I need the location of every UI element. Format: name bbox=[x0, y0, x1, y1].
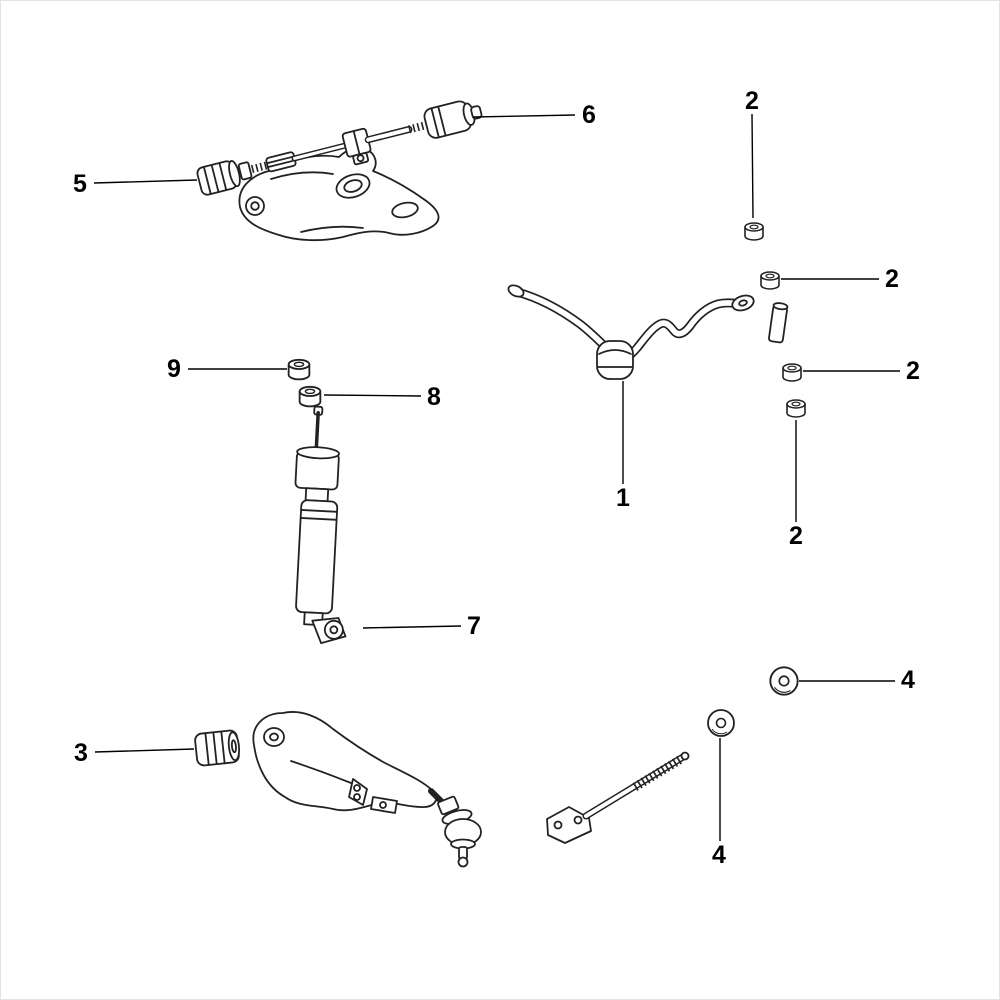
callout-1-label: 1 bbox=[616, 484, 630, 512]
callout-3-label: 3 bbox=[74, 739, 88, 767]
callout-9-label: 9 bbox=[167, 355, 181, 383]
callout-4b-label: 4 bbox=[901, 666, 915, 694]
callout-2a-label: 2 bbox=[745, 87, 759, 115]
stabilizer-bushing bbox=[596, 340, 634, 380]
lower-control-arm bbox=[252, 711, 438, 814]
lower-arm-bushing-3 bbox=[194, 729, 240, 767]
callout-6-label: 6 bbox=[582, 101, 596, 129]
tie-rod-assembly bbox=[196, 100, 483, 196]
strut-rod-bushing-4a bbox=[707, 709, 735, 737]
ball-joint bbox=[428, 788, 482, 868]
callout-2c-label: 2 bbox=[906, 357, 920, 385]
callout-4a-label: 4 bbox=[712, 841, 726, 869]
callout-8-label: 8 bbox=[427, 383, 441, 411]
callout-labels: 5 6 2 2 2 2 1 9 8 7 3 4 4 bbox=[73, 87, 920, 869]
leader-5 bbox=[93, 179, 198, 184]
callout-2d-label: 2 bbox=[789, 522, 803, 550]
callout-2b-label: 2 bbox=[885, 265, 899, 293]
shock-lower-mount bbox=[311, 617, 347, 645]
link-bushing-2-lower bbox=[782, 363, 802, 382]
callout-5-label: 5 bbox=[73, 170, 87, 198]
shock-bushing-8 bbox=[298, 385, 322, 408]
threaded-section bbox=[250, 161, 269, 174]
rod-clamp bbox=[341, 127, 372, 166]
leader-3 bbox=[94, 748, 195, 753]
shock-bushing-9 bbox=[287, 358, 311, 381]
leader-2a bbox=[751, 113, 754, 219]
bar-right-eye bbox=[731, 294, 755, 312]
link-bushing-2-bottom bbox=[786, 399, 806, 418]
rod-nut bbox=[237, 161, 253, 181]
link-bushing-2-top bbox=[744, 222, 764, 241]
callout-7-label: 7 bbox=[467, 612, 481, 640]
adjuster-sleeve bbox=[265, 151, 297, 173]
bar-left-end bbox=[507, 284, 525, 298]
leader-8 bbox=[323, 394, 422, 397]
upper-control-arm bbox=[238, 146, 440, 242]
shock-absorber bbox=[294, 405, 347, 645]
strut-rod-bushing-4b bbox=[769, 666, 799, 696]
leader-7 bbox=[362, 625, 462, 629]
stabilizer-bar bbox=[507, 284, 755, 380]
arm-bracket bbox=[348, 778, 398, 814]
strut-rod bbox=[546, 751, 690, 844]
link-bushing-2-upper bbox=[760, 271, 780, 290]
leader-6 bbox=[472, 114, 576, 118]
link-spacer-sleeve bbox=[768, 302, 789, 344]
tie-rod-end-6 bbox=[423, 100, 483, 139]
leader-lines bbox=[93, 113, 900, 841]
control-arm-bushing-5 bbox=[196, 160, 241, 196]
threaded-section-2 bbox=[407, 121, 428, 134]
